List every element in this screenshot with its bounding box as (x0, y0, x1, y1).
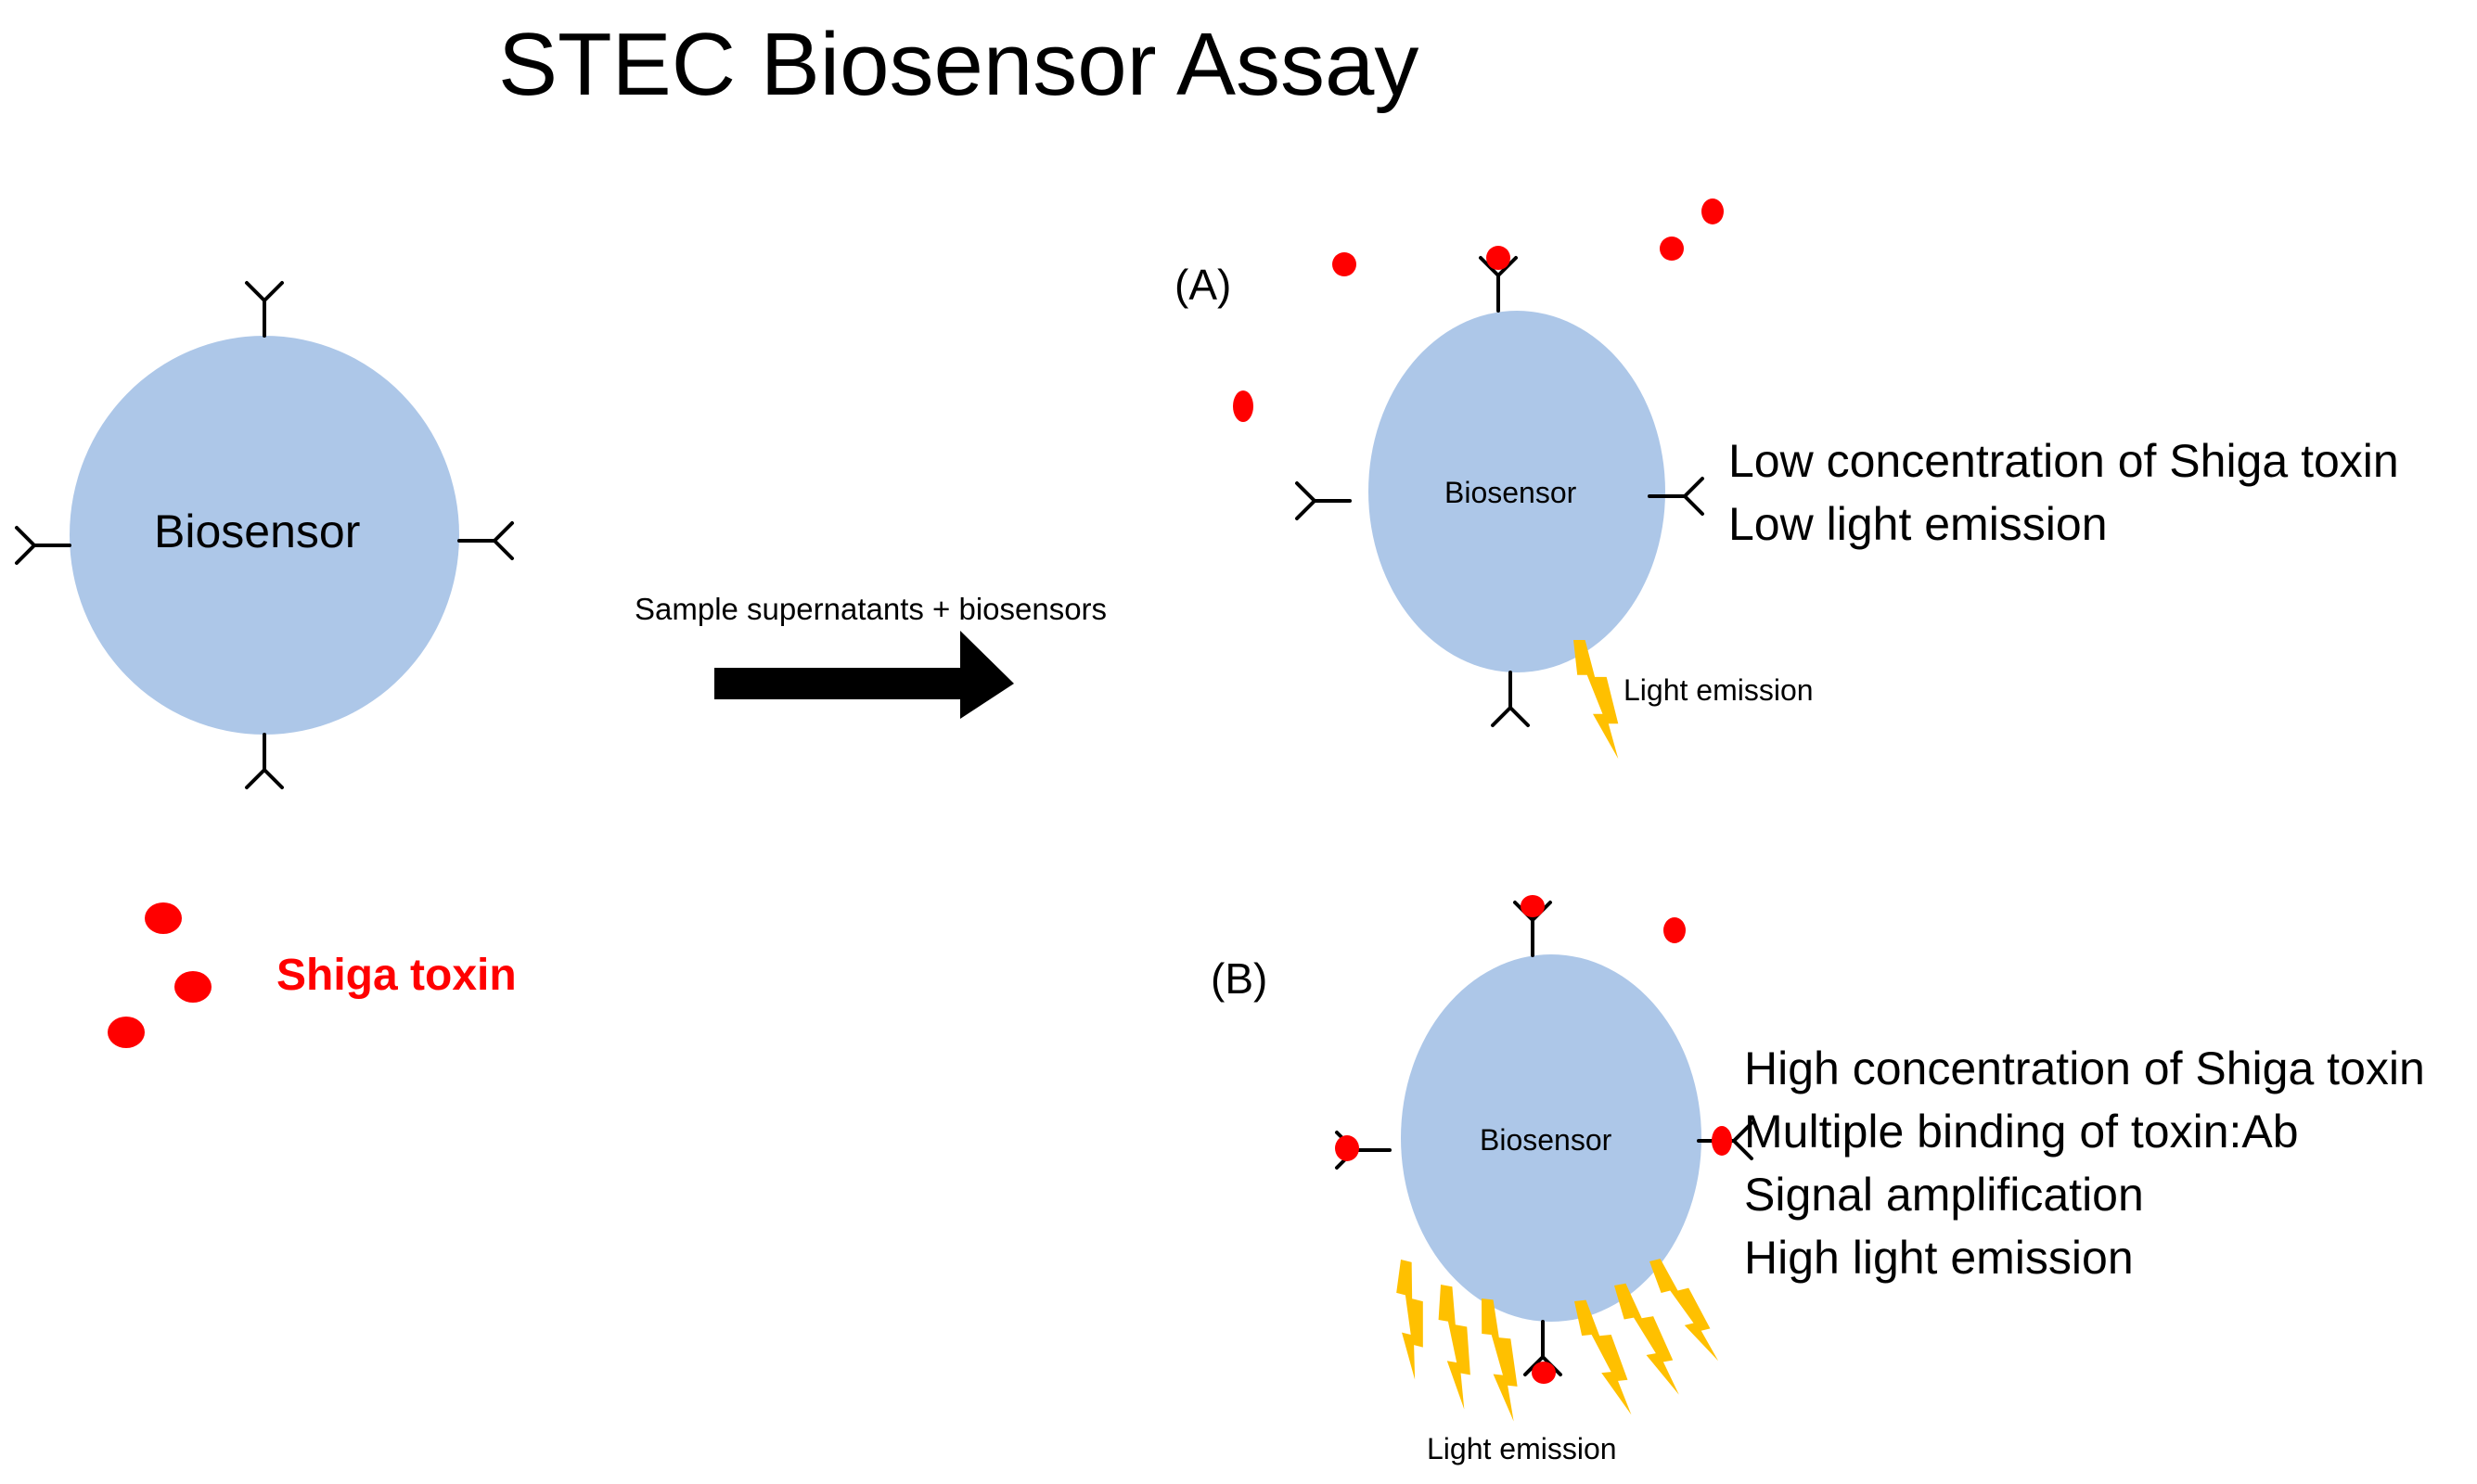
antibody-icon (245, 733, 284, 789)
toxin-dot-icon (1663, 917, 1686, 943)
lightning-bolt-icon (1573, 640, 1619, 760)
toxin-dot-icon (1701, 198, 1724, 224)
process-arrow-icon (714, 631, 1014, 719)
panel-a-toxin-dots (1233, 198, 1724, 422)
panel-b-description: High concentration of Shiga toxin Multip… (1744, 1037, 2425, 1289)
page-title: STEC Biosensor Assay (498, 15, 1419, 114)
panel-b-biosensor-cell (1401, 954, 1701, 1322)
antibody-icon (1295, 481, 1352, 520)
panel-b-line-3: Signal amplification (1744, 1169, 2144, 1221)
toxin-legend-label: Shiga toxin (276, 951, 517, 1000)
panel-b-tag: (B) (1211, 954, 1268, 1003)
panel-a-emission-label: Light emission (1624, 673, 1814, 707)
toxin-dot-icon (1335, 1135, 1359, 1161)
panel-b-toxin-dots (1335, 895, 1732, 1384)
toxin-dot-icon (174, 971, 212, 1003)
antibody-icon (245, 281, 284, 338)
panel-b-biosensor-label: Biosensor (1480, 1123, 1612, 1157)
toxin-dot-icon (1521, 895, 1545, 917)
panel-a-line-1: Low concentration of Shiga toxin (1728, 435, 2399, 487)
toxin-dot-icon (1660, 237, 1684, 261)
left-biosensor-group (15, 281, 514, 789)
toxin-dot-icon (1332, 252, 1356, 276)
antibody-icon (457, 521, 514, 560)
toxin-dot-icon (1712, 1126, 1732, 1156)
panel-a-group (1233, 198, 1724, 760)
panel-a-biosensor-cell (1368, 311, 1665, 672)
lightning-bolt-icon (1373, 1260, 1443, 1380)
panel-b-emission-label: Light emission (1427, 1432, 1617, 1465)
panel-b-line-1: High concentration of Shiga toxin (1744, 1043, 2425, 1094)
left-biosensor-cell (70, 336, 459, 735)
toxin-legend-dots (108, 902, 212, 1048)
antibody-icon (1491, 671, 1530, 727)
lightning-bolt-icon (1419, 1285, 1485, 1410)
toxin-dot-icon (1532, 1362, 1556, 1384)
panel-b-group (1335, 895, 1753, 1422)
panel-b-line-4: High light emission (1744, 1232, 2134, 1284)
toxin-dot-icon (1486, 246, 1510, 270)
panel-a-description: Low concentration of Shiga toxin Low lig… (1728, 429, 2399, 556)
toxin-dot-icon (108, 1017, 145, 1048)
arrow-label: Sample supernatants + biosensors (635, 592, 1108, 626)
toxin-dot-icon (1233, 390, 1253, 422)
antibody-icon (15, 526, 71, 565)
left-biosensor-label: Biosensor (154, 505, 361, 557)
panel-a-biosensor-label: Biosensor (1444, 476, 1577, 509)
lightning-bolt-icon (1614, 1277, 1679, 1403)
panel-a-line-2: Low light emission (1728, 498, 2108, 550)
panel-a-tag: (A) (1174, 261, 1232, 309)
toxin-dot-icon (145, 902, 182, 934)
panel-b-line-2: Multiple binding of toxin:Ab (1744, 1106, 2299, 1158)
lightning-bolt-icon (1574, 1296, 1632, 1420)
